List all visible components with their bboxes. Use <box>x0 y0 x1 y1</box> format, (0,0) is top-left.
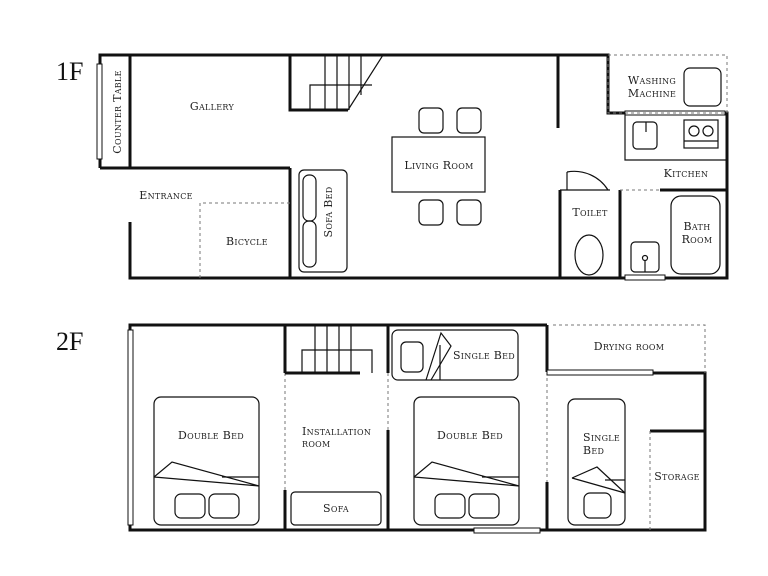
label-counter-table: Counter Table <box>111 70 124 153</box>
stove-icon <box>683 119 719 149</box>
label-sofa-bed: Sofa Bed <box>322 187 335 238</box>
first-floor-plan: 1F <box>56 53 729 281</box>
chair-icons <box>418 107 482 226</box>
second-floor-plan: 2F <box>56 323 707 534</box>
label-drying-room: Drying room <box>594 340 665 353</box>
single-bed-top-icon <box>391 329 519 381</box>
walls-2f <box>128 323 707 532</box>
sofa-bed-icon <box>298 169 348 273</box>
bicycle-area <box>199 202 290 278</box>
dining-table <box>391 136 486 193</box>
window-bottom-2f <box>473 527 541 534</box>
label-single-bed-right-2: Bed <box>583 444 604 457</box>
label-gallery: Gallery <box>190 100 235 113</box>
window-bath <box>624 274 666 281</box>
label-kitchen: Kitchen <box>664 167 709 180</box>
kitchen-counter <box>624 113 727 161</box>
label-bath-room-1: Bath <box>684 220 711 233</box>
floor-label-1f: 1F <box>56 57 83 86</box>
stairs-2f <box>285 325 373 375</box>
label-sofa: Sofa <box>323 502 349 515</box>
bathtub-icon <box>670 195 721 275</box>
bath-sink-icon <box>630 241 660 273</box>
label-living-room: Living Room <box>404 159 473 172</box>
toilet-icon <box>574 234 604 276</box>
label-entrance: Entrance <box>139 189 193 202</box>
label-bath-room-2: Room <box>682 233 713 246</box>
label-installation-room-2: room <box>302 437 331 450</box>
label-storage: Storage <box>654 470 700 483</box>
window-counter <box>96 63 103 160</box>
window-left-2f <box>127 329 134 526</box>
double-bed-right-icon <box>413 396 520 526</box>
floor-label-2f: 2F <box>56 327 83 356</box>
stairs-1f <box>288 54 384 112</box>
single-bed-right-icon <box>567 398 626 526</box>
double-bed-left-icon <box>153 396 260 526</box>
label-installation-room-1: Installation <box>302 425 371 438</box>
label-toilet: Toilet <box>572 206 608 219</box>
washing-machine-icon <box>683 67 722 107</box>
label-double-bed-right: Double Bed <box>437 429 503 442</box>
label-bicycle: Bicycle <box>226 235 268 248</box>
drying-room-area <box>553 324 706 373</box>
window-drying <box>546 369 654 376</box>
toilet-door-icon <box>566 170 609 191</box>
sofa-icon <box>290 491 382 526</box>
kitchen-sink-icon <box>632 121 658 150</box>
washing-area <box>607 54 728 114</box>
label-double-bed-left: Double Bed <box>178 429 244 442</box>
label-washing-machine-1: Washing <box>628 74 676 87</box>
label-single-bed-top: Single Bed <box>453 349 515 362</box>
label-washing-machine-2: Machine <box>628 87 676 100</box>
label-single-bed-right-1: Single <box>583 431 620 444</box>
